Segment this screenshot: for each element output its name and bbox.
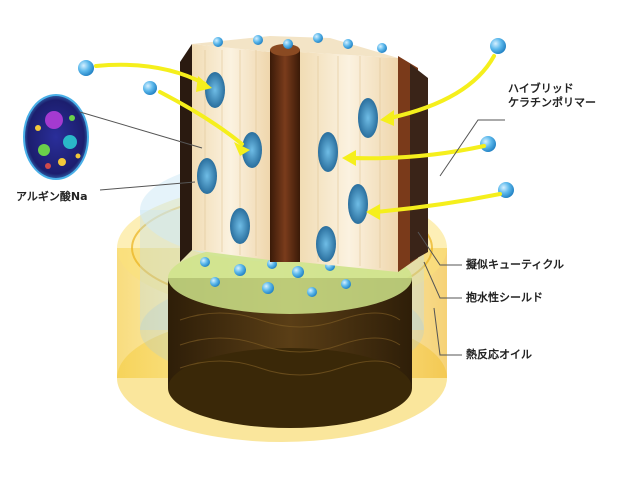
label-thermo-oil: 熱反応オイル — [466, 348, 532, 361]
label-hybrid-keratin-line2: ケラチンポリマー — [508, 96, 596, 109]
hair-top-droplets — [213, 33, 387, 53]
penetration-arrows — [94, 54, 502, 214]
label-water-shield: 抱水性シールド — [466, 291, 543, 304]
cortex-cells — [197, 72, 378, 262]
core-cylinder — [168, 242, 412, 428]
hair-shaft — [180, 36, 428, 272]
arrow-heads — [196, 76, 394, 220]
label-alginate: アルギン酸Na — [16, 190, 88, 203]
label-pseudo-cuticle: 擬似キューティクル — [466, 258, 565, 271]
alginate-particle — [23, 94, 89, 180]
label-hybrid-keratin-line1: ハイブリッド — [508, 82, 574, 95]
leader-lines — [79, 111, 505, 356]
